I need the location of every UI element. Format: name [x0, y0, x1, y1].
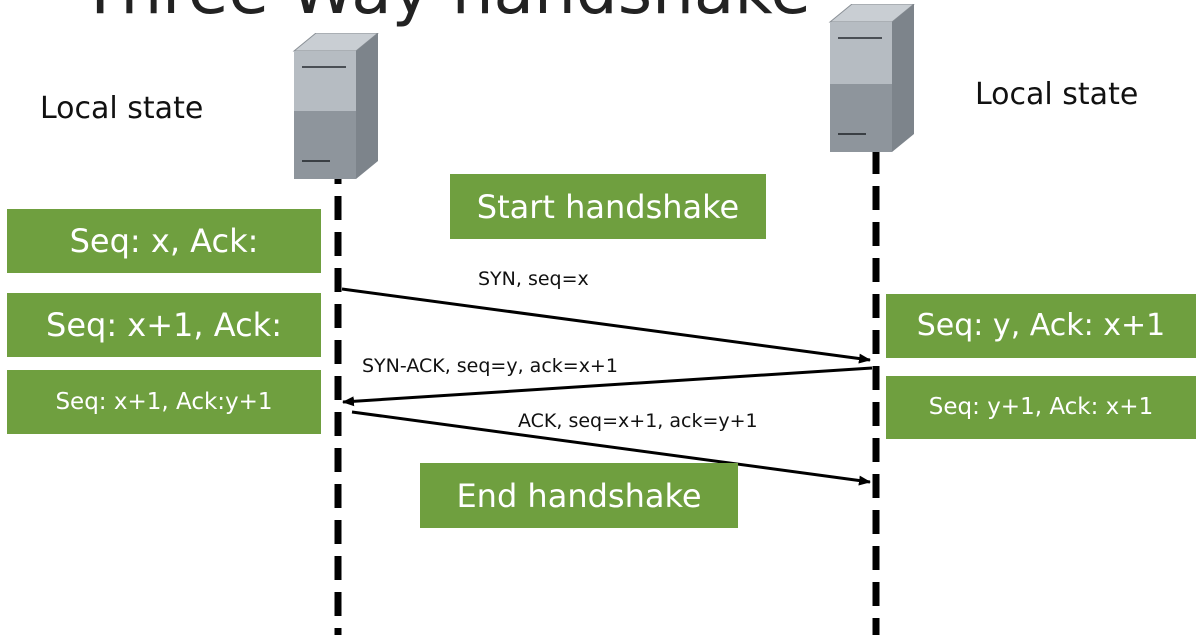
right-local-state-label: Local state — [975, 77, 1139, 112]
ack-message-label: ACK, seq=x+1, ack=y+1 — [518, 410, 758, 432]
start-handshake-box: Start handshake — [450, 174, 766, 239]
end-handshake-box: End handshake — [420, 463, 738, 528]
right-state-box: Seq: y+1, Ack: x+1 — [886, 376, 1196, 439]
syn-ack-arrow — [342, 366, 873, 407]
right-state-box: Seq: y, Ack: x+1 — [886, 294, 1196, 358]
left-state-box: Seq: x+1, Ack: — [7, 293, 321, 357]
syn-message-label: SYN, seq=x — [478, 268, 589, 290]
left-local-state-label: Local state — [40, 91, 204, 126]
syn-arrow — [341, 287, 871, 364]
left-server-icon — [292, 33, 379, 179]
syn-ack-message-label: SYN-ACK, seq=y, ack=x+1 — [362, 355, 618, 377]
right-server-icon — [828, 4, 915, 152]
ack-arrow — [351, 410, 871, 486]
page-title: Three-Way handshake — [80, 0, 811, 24]
left-state-box: Seq: x, Ack: — [7, 209, 321, 273]
left-state-box: Seq: x+1, Ack:y+1 — [7, 370, 321, 434]
